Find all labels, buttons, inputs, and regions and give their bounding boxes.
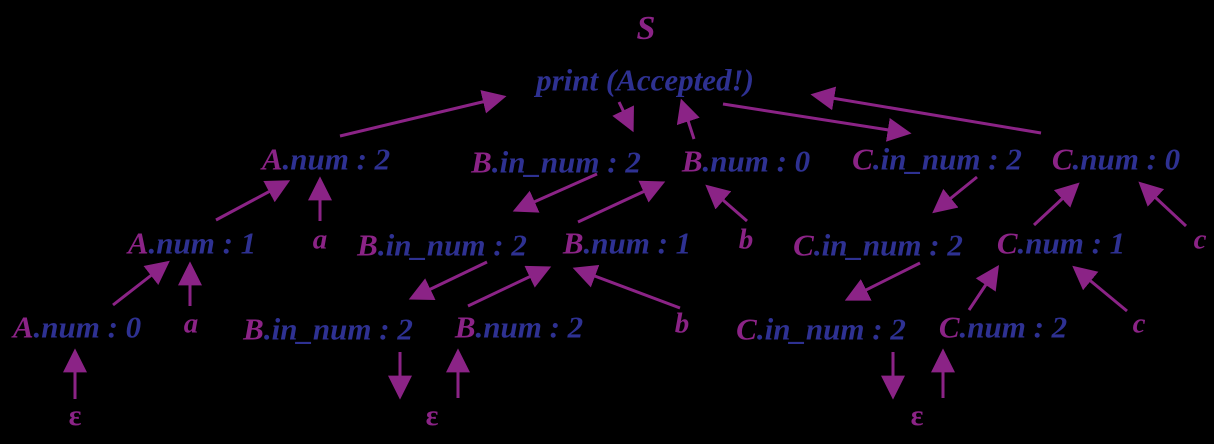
node-c-num-0: C.num : 0	[1052, 144, 1180, 175]
node-print-action: print (Accepted!)	[536, 62, 754, 98]
node-c-innum-l1-symbol: C	[852, 141, 873, 177]
node-b-innum-l1-attr: .in_num : 2	[491, 144, 641, 180]
node-c-innum-l1: C.in_num : 2	[852, 144, 1022, 175]
node-a-num-2-symbol: A	[261, 141, 283, 177]
node-b-innum-l3-symbol: B	[243, 311, 264, 347]
node-a-num-1: A.num : 1	[128, 228, 256, 259]
arrow-b-num0-to-print	[676, 98, 700, 140]
node-a-num-2-attr: .num : 2	[282, 141, 391, 177]
node-epsilon-a: ε	[68, 399, 82, 432]
node-epsilon-c: ε	[910, 399, 924, 432]
arrow-c-innum-l1-to-l2	[932, 175, 978, 214]
node-c-innum-l3-symbol: C	[736, 311, 757, 347]
arrow-b-innum-l2-to-l3	[408, 260, 488, 300]
node-terminal-a-l3: a	[183, 307, 199, 340]
node-c-num-1-symbol: C	[996, 225, 1018, 261]
node-c-num-2: C.num : 2	[939, 312, 1067, 343]
node-terminal-a-l2: a	[312, 223, 328, 256]
node-b-innum-l1: B.in_num : 2	[471, 147, 641, 178]
node-b-innum-l3-attr: .in_num : 2	[263, 311, 413, 347]
node-c-innum-l3-attr: .in_num : 2	[756, 311, 906, 347]
arrow-a-num0-to-a-num1	[112, 260, 170, 307]
node-c-innum-l2-symbol: C	[793, 227, 814, 263]
node-epsilon-b: ε	[425, 399, 439, 432]
node-c-innum-l1-attr: .in_num : 2	[872, 141, 1022, 177]
node-c-innum-l2-attr: .in_num : 2	[813, 227, 963, 263]
node-b-innum-l2-attr: .in_num : 2	[377, 227, 527, 263]
node-b-num-2-attr: .num : 2	[475, 309, 584, 345]
arrow-a-num1-to-a-num2	[215, 180, 291, 222]
node-a-num-0-symbol: A	[12, 309, 34, 345]
arrow-b-num1-to-b-num0	[577, 180, 666, 224]
node-c-innum-l3: C.in_num : 2	[736, 314, 906, 345]
arrow-print-to-c-innum-l1	[722, 102, 912, 142]
node-c-num-0-symbol: C	[1051, 141, 1073, 177]
node-a-num-2: A.num : 2	[262, 144, 390, 175]
arrow-b-innum-l1-to-l2	[512, 172, 598, 213]
node-start-symbol: S	[636, 10, 656, 47]
node-b-num-0: B.num : 0	[682, 146, 810, 177]
node-terminal-c-l3: c	[1132, 307, 1146, 340]
arrow-c-num2-to-c-num1	[967, 265, 999, 311]
node-b-num-1-symbol: B	[562, 225, 584, 261]
node-terminal-b-l3: b	[674, 307, 690, 340]
node-b-num-1-attr: .num : 1	[583, 225, 692, 261]
node-c-num-0-attr: .num : 0	[1072, 141, 1181, 177]
node-terminal-c-l2: c	[1193, 223, 1207, 256]
arrow-term-b-l2-to-b-num0	[705, 184, 748, 223]
node-b-innum-l2: B.in_num : 2	[357, 230, 527, 261]
node-terminal-b-l2: b	[738, 223, 754, 256]
node-a-num-1-attr: .num : 1	[148, 225, 257, 261]
node-b-num-0-symbol: B	[681, 143, 703, 179]
arrow-term-b-l3-to-b-num1	[572, 264, 681, 310]
arrow-c-innum-l2-to-l3	[844, 261, 921, 301]
node-b-innum-l3: B.in_num : 2	[243, 314, 413, 345]
node-b-innum-l1-symbol: B	[471, 144, 492, 180]
arrow-term-c-l2-to-c-num0	[1138, 181, 1188, 228]
node-a-num-0: A.num : 0	[13, 312, 141, 343]
node-b-num-0-attr: .num : 0	[702, 143, 811, 179]
node-c-innum-l2: C.in_num : 2	[793, 230, 963, 261]
arrow-print-to-b-innum-l1	[612, 101, 634, 133]
node-b-num-1: B.num : 1	[563, 228, 691, 259]
node-a-num-1-symbol: A	[127, 225, 149, 261]
arrow-a-num2-to-print	[339, 90, 507, 138]
node-b-num-2-symbol: B	[454, 309, 476, 345]
node-c-num-2-attr: .num : 2	[959, 309, 1068, 345]
node-c-num-1: C.num : 1	[997, 228, 1125, 259]
node-c-num-2-symbol: C	[938, 309, 960, 345]
arrow-b-num2-to-b-num1	[467, 265, 552, 308]
node-a-num-0-attr: .num : 0	[33, 309, 142, 345]
node-c-num-1-attr: .num : 1	[1017, 225, 1126, 261]
arrow-c-num0-to-print	[810, 86, 1042, 135]
arrow-term-c-l3-to-c-num1	[1072, 265, 1128, 313]
node-b-innum-l2-symbol: B	[357, 227, 378, 263]
arrow-c-num1-to-c-num0	[1032, 182, 1080, 227]
node-b-num-2: B.num : 2	[455, 312, 583, 343]
